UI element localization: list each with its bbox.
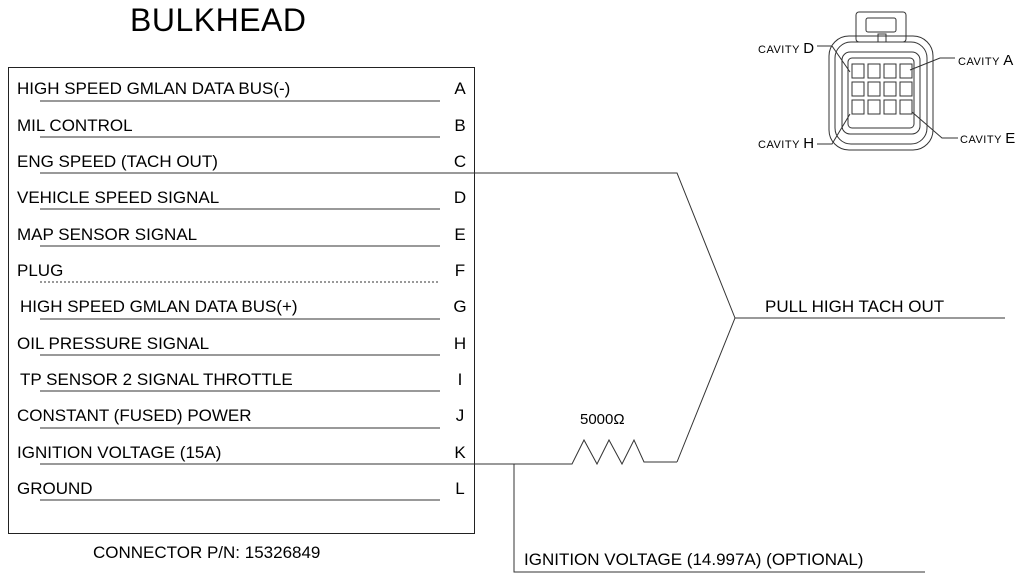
pin-label-d: VEHICLE SPEED SIGNAL xyxy=(17,188,220,207)
pin-letter-k: K xyxy=(454,443,466,462)
cavity-h-callout: CAVITY H xyxy=(758,135,815,152)
pin-label-a: HIGH SPEED GMLAN DATA BUS(-) xyxy=(17,79,291,98)
pin-letter-e: E xyxy=(454,225,466,244)
pin-letter-l: L xyxy=(455,479,465,498)
diagram-title: BULKHEAD xyxy=(130,2,307,38)
pin-letter-a: A xyxy=(454,79,466,98)
pin-letter-i: I xyxy=(457,370,463,389)
pin-letter-d: D xyxy=(453,188,467,207)
cavity-d-callout: CAVITY D xyxy=(758,40,815,57)
resistor-value-label: 5000Ω xyxy=(580,411,625,428)
pin-label-c: ENG SPEED (TACH OUT) xyxy=(17,152,218,171)
pin-label-f: PLUG xyxy=(17,261,64,280)
optional-ignition-wire xyxy=(513,464,925,573)
leader-d xyxy=(817,45,851,73)
pin-letter-f: F xyxy=(454,261,466,280)
pin-label-k: IGNITION VOLTAGE (15A) xyxy=(17,443,222,462)
cavity-a-callout: CAVITY A xyxy=(958,52,1014,69)
tach-output-label: PULL HIGH TACH OUT xyxy=(765,297,945,316)
pin-letter-c: C xyxy=(453,152,467,171)
connector-cavity-grid xyxy=(851,63,913,115)
pin-label-l: GROUND xyxy=(17,479,93,498)
tach-wire-lower xyxy=(676,317,1005,463)
optional-ignition-label: IGNITION VOLTAGE (14.997A) (OPTIONAL) xyxy=(524,550,864,569)
leader-a xyxy=(909,57,955,71)
cavity-e-callout: CAVITY E xyxy=(960,130,1016,147)
leader-e xyxy=(911,111,958,139)
pin-label-b: MIL CONTROL xyxy=(17,116,133,135)
pin-letter-h: H xyxy=(453,334,467,353)
pin-label-j: CONSTANT (FUSED) POWER xyxy=(17,406,252,425)
pin-letter-g: G xyxy=(453,297,467,316)
pin-label-g: HIGH SPEED GMLAN DATA BUS(+) xyxy=(20,297,298,316)
pin-letter-j: J xyxy=(455,406,465,425)
connector-pin-table xyxy=(8,67,475,534)
pin-letter-b: B xyxy=(454,116,466,135)
pin-label-e: MAP SENSOR SIGNAL xyxy=(17,225,198,244)
connector-housing-icon xyxy=(828,11,934,151)
connector-part-number: CONNECTOR P/N: 15326849 xyxy=(93,543,321,562)
leader-h xyxy=(817,113,851,145)
resistor-symbol xyxy=(440,438,677,466)
tach-wire-upper xyxy=(440,172,736,319)
pin-label-h: OIL PRESSURE SIGNAL xyxy=(17,334,210,353)
pin-label-i: TP SENSOR 2 SIGNAL THROTTLE xyxy=(20,370,293,389)
